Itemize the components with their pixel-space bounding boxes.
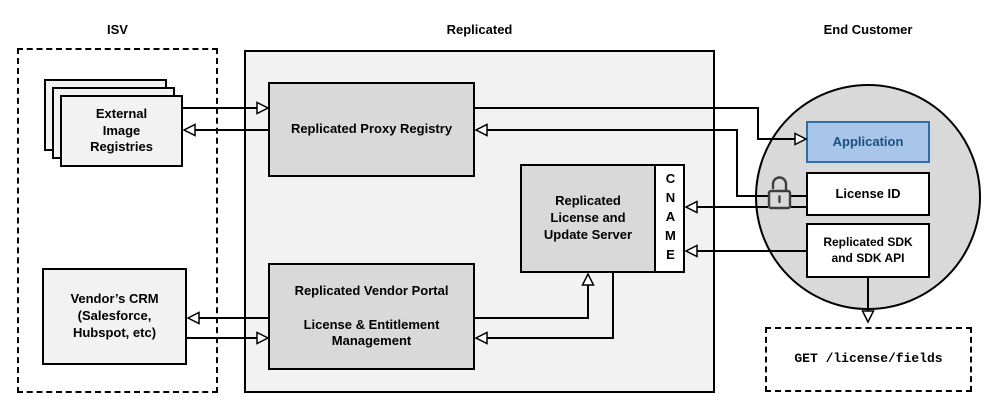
vendor-portal-title: Replicated Vendor Portal [294,282,449,298]
proxy-registry-label: Replicated Proxy Registry [290,121,453,137]
registry-label-line: Image [102,122,141,138]
api-call-label: GET /license/fields [794,351,943,367]
section-label-replicated: Replicated [446,22,513,37]
license-update-server-node: Replicated License and Update Server [520,164,656,273]
server-label-line: Replicated [555,193,621,209]
external-image-registries-node: External Image Registries [60,95,183,167]
vendor-portal-subtitle: License & Entitlement Management [303,316,440,349]
proxy-registry-node: Replicated Proxy Registry [268,82,475,177]
registry-label-line: Registries [90,139,153,155]
vendor-portal-node: Replicated Vendor Portal License & Entit… [268,263,475,370]
isv-container [17,48,218,393]
registry-label-line: External [95,105,148,121]
sdk-label-line: Replicated SDK [823,234,913,249]
server-label-line: License and [550,210,626,226]
replicated-sdk-node: Replicated SDK and SDK API [806,223,930,278]
license-id-node: License ID [806,172,930,216]
vendor-crm-node: Vendor’s CRM (Salesforce, Hubspot, etc) [42,268,187,365]
crm-label-line: (Salesforce, [77,308,152,324]
application-label: Application [832,133,904,149]
application-node: Application [806,121,930,163]
cname-strip: CNAME [654,164,685,273]
license-id-label: License ID [835,185,901,201]
license-fields-request-node: GET /license/fields [765,327,972,392]
section-label-isv: ISV [107,22,128,37]
sdk-label-line: and SDK API [831,250,905,265]
server-label-line: Update Server [543,226,633,242]
section-label-end-customer: End Customer [823,22,913,37]
crm-label-line: Vendor’s CRM [70,291,159,307]
crm-label-line: Hubspot, etc) [72,324,157,340]
